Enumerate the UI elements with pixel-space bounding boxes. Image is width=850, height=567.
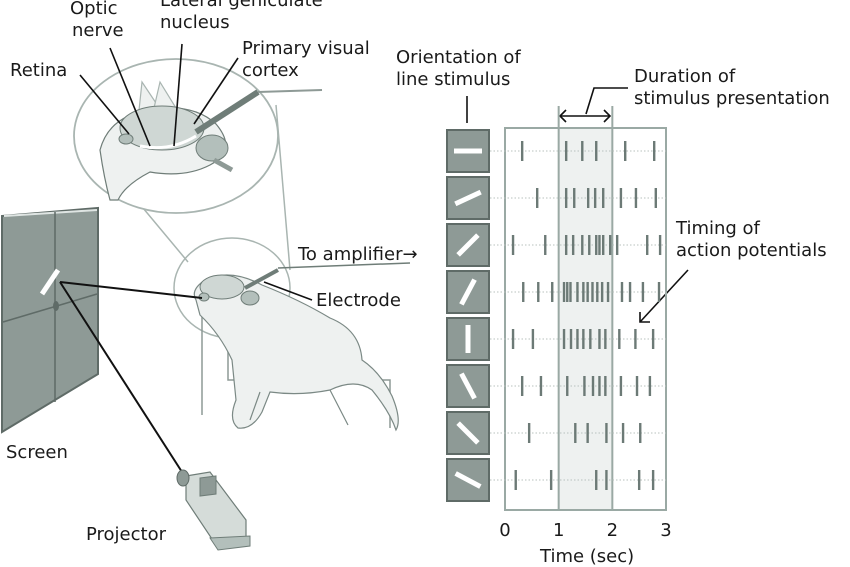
orientation-box [446,411,490,455]
label-screen: Screen [6,442,68,463]
orientation-bar [456,233,480,257]
x-tick-label: 2 [607,520,618,541]
label-primary-visual-cortex-1: Primary visual [242,38,370,59]
label-lgn-1: Lateral geniculate [160,0,323,11]
orientation-bar [459,278,477,306]
optic-nerve-pointer [109,47,151,147]
screen-stimulus-bar [39,268,61,296]
label-timing-1: Timing of [676,218,760,239]
plot-frame [504,127,667,511]
orientation-bar [454,471,482,489]
label-lgn-2: nucleus [160,12,230,33]
cat-body [193,274,399,432]
projection-beam [59,281,183,473]
cat-head-magnified [99,80,234,201]
label-orientation-2: line stimulus [396,69,511,90]
timing-pointer [639,269,689,323]
x-tick-label: 1 [553,520,564,541]
orientation-bar [456,421,480,445]
label-duration-2: stimulus presentation [634,88,830,109]
cortex-pointer [193,57,239,125]
gaze-line [59,281,203,299]
projector [176,469,251,551]
label-retina: Retina [10,60,68,81]
screen [1,206,99,434]
orientation-box [446,223,490,267]
electrode [244,268,279,290]
orientation-bar [459,372,477,400]
label-primary-visual-cortex-2: cortex [242,60,299,81]
label-electrode: Electrode [316,290,401,311]
amplifier-wire [277,262,411,269]
duration-pointer [585,87,628,115]
label-timing-2: action potentials [676,240,827,261]
label-to-amplifier: To amplifier→ [298,244,418,265]
x-tick-label: 3 [660,520,671,541]
stimulus-period-band [558,128,613,510]
label-duration-1: Duration of [634,66,736,87]
label-optic-nerve-1: Optic [70,0,118,19]
electrode-magnified [194,89,260,135]
label-orientation-1: Orientation of [396,47,521,68]
retina-pointer [79,74,130,135]
x-axis-label: Time (sec) [540,546,635,567]
x-tick-label: 0 [499,520,510,541]
orientation-bar [454,189,482,207]
label-projector: Projector [86,524,166,545]
lgn-pointer [173,43,183,147]
label-optic-nerve-2: nerve [72,20,124,41]
electrode-pointer [263,281,313,301]
